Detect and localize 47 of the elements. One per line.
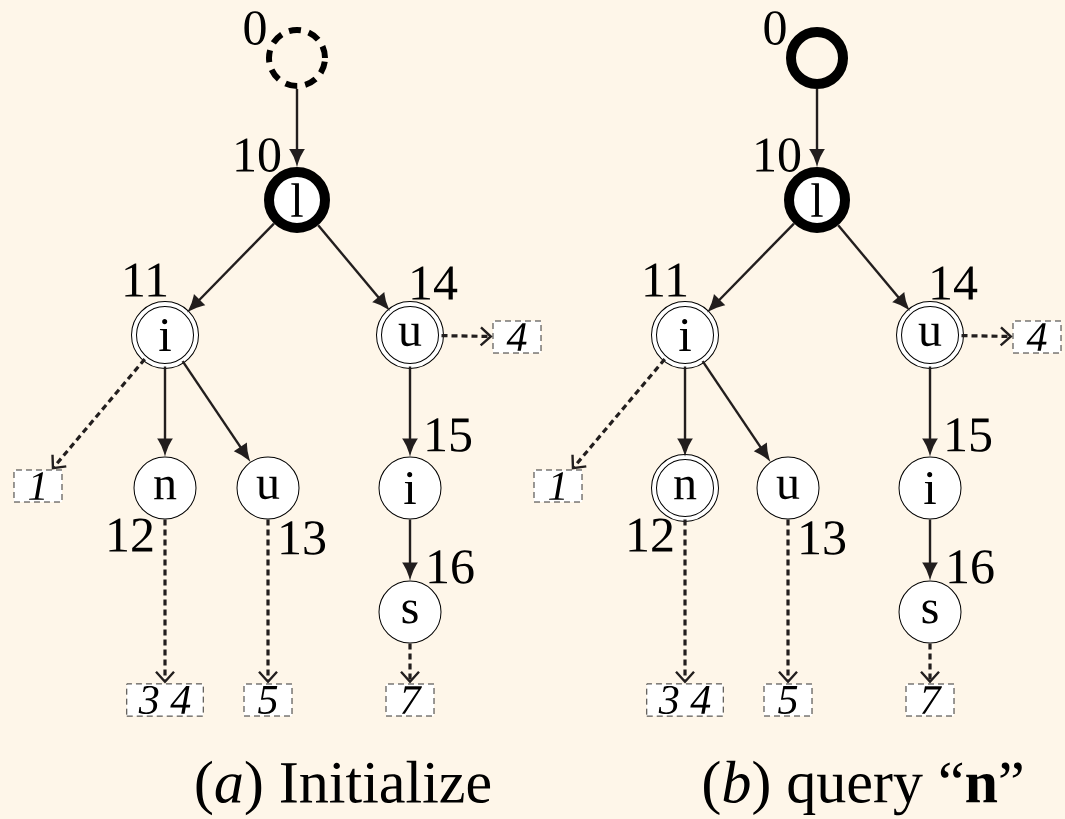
node-number: 12 — [109, 518, 153, 552]
node-number: 13 — [801, 521, 846, 555]
arrow — [51, 358, 146, 470]
node-number: 15 — [427, 418, 472, 452]
arrow — [701, 360, 770, 460]
node-number: 0 — [244, 11, 266, 45]
arrow — [188, 222, 275, 311]
index-box: 5 — [243, 683, 293, 717]
index-box: 4 — [1012, 320, 1062, 354]
node-number: 14 — [932, 266, 978, 300]
index-box: 1 — [13, 469, 63, 503]
index-box: 1 — [533, 469, 583, 503]
node-number: 13 — [281, 521, 326, 555]
arrow — [675, 519, 695, 684]
arrow — [961, 326, 1013, 347]
arrow — [290, 89, 304, 164]
node-number: 0 — [764, 11, 786, 45]
arrow — [317, 224, 389, 309]
arrow — [920, 643, 940, 684]
arrow — [708, 222, 795, 311]
arrow — [837, 224, 909, 309]
caption: (b) query “n” — [704, 760, 1022, 816]
index-box: 4 — [492, 320, 542, 354]
arrow — [181, 360, 250, 460]
arrow — [258, 519, 278, 684]
arrow — [403, 519, 417, 578]
arrow — [923, 366, 937, 454]
arrow — [678, 366, 692, 454]
index-box: 7 — [905, 683, 955, 717]
arrow — [441, 326, 493, 347]
index-box: 5 — [763, 683, 813, 717]
index-box: 7 — [385, 683, 435, 717]
arrow — [158, 366, 172, 454]
arrow — [400, 643, 420, 684]
arrow — [923, 519, 937, 578]
caption: (a) Initialize — [196, 760, 491, 816]
index-box: 3 4 — [646, 683, 724, 717]
arrow — [155, 519, 175, 684]
arrow — [571, 358, 666, 470]
arrow — [810, 89, 824, 164]
node-number: 11 — [125, 263, 167, 297]
index-box: 3 4 — [126, 683, 204, 717]
node-number: 14 — [412, 266, 458, 300]
node-number: 11 — [645, 263, 687, 297]
node-number: 15 — [947, 418, 992, 452]
arrow — [778, 519, 798, 684]
arrow — [403, 366, 417, 454]
